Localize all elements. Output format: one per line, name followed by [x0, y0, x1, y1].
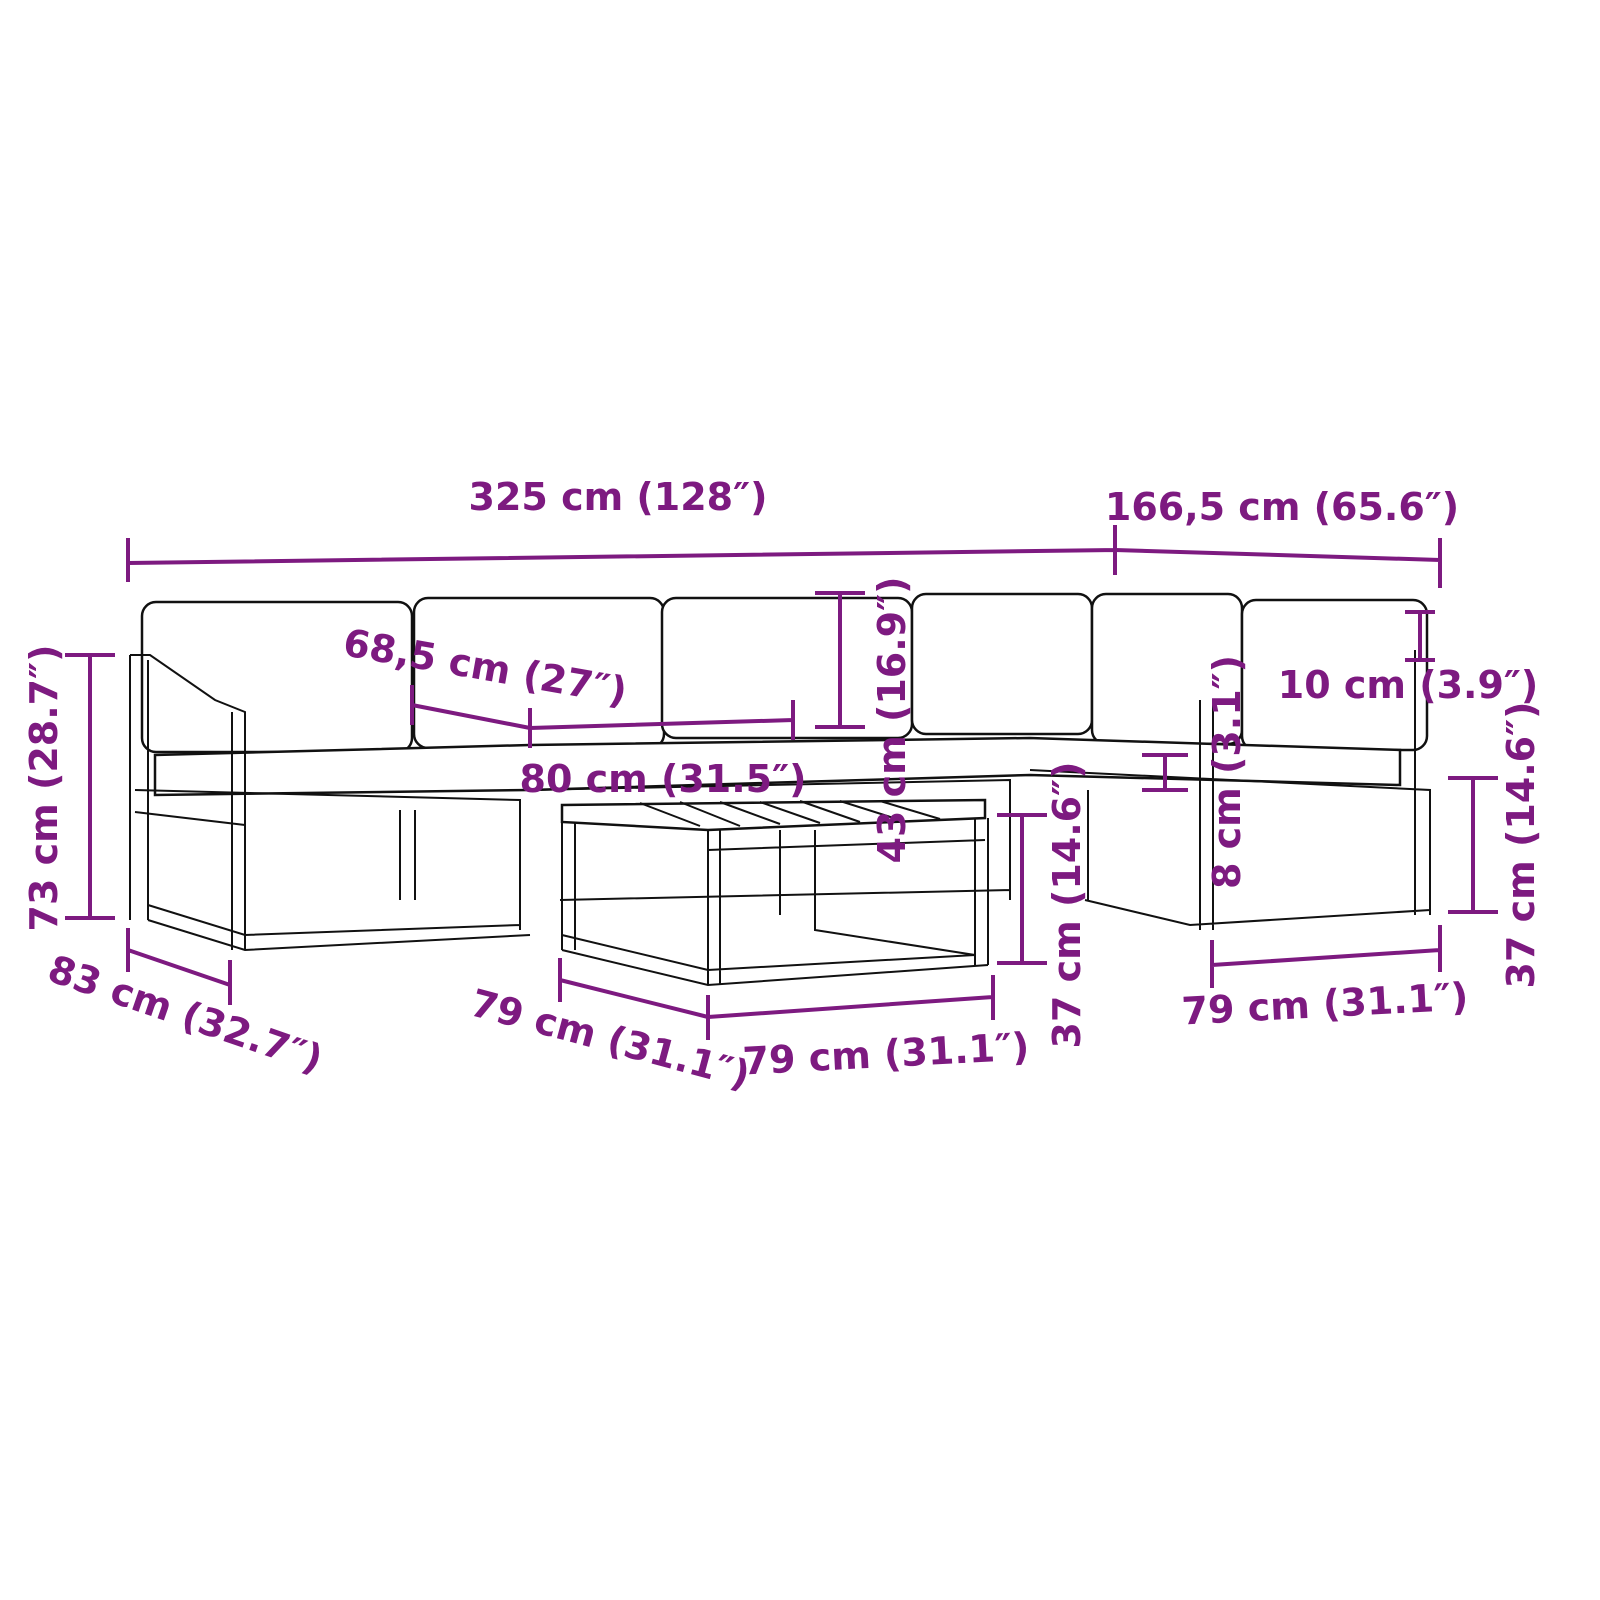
label-backrest: 43 cm (16.9″) [870, 577, 914, 864]
label-total-height: 73 cm (28.7″) [22, 645, 66, 932]
label-depth: 83 cm (32.7″) [43, 947, 329, 1082]
label-table-width: 79 cm (31.1″) [742, 1025, 1031, 1084]
dim-line-total-height [65, 653, 115, 920]
sofa-set-illustration [129, 592, 1431, 987]
label-seat-height: 37 cm (14.6″) [1499, 702, 1543, 989]
dimension-lines [65, 525, 1498, 1040]
dim-line-depth [126, 928, 232, 1005]
dim-line-ottoman-width [1210, 925, 1442, 988]
table-frame [561, 818, 989, 987]
dim-line-table-height [997, 813, 1047, 965]
dim-line-total-length [126, 525, 1117, 582]
middle-frame [529, 778, 1011, 901]
dim-line-backrest [815, 591, 865, 729]
back-cushion [910, 592, 1094, 736]
dim-line-corner-depth [1114, 538, 1442, 588]
label-seat-middle: 80 cm (31.5″) [520, 757, 807, 801]
dim-line-seat-height [1448, 776, 1498, 914]
table-slats [639, 800, 941, 827]
label-cushion: 8 cm (3.1″) [1205, 655, 1249, 889]
dim-line-cushion [1142, 753, 1188, 792]
label-table-depth: 79 cm (31.1″) [466, 981, 755, 1098]
dim-line-seat-middle [529, 700, 795, 740]
table-top [560, 798, 987, 832]
right-frame [1029, 650, 1431, 930]
dim-line-table-depth [558, 958, 710, 1040]
label-ottoman-width: 79 cm (31.1″) [1181, 975, 1470, 1034]
label-armrest: 10 cm (3.9″) [1278, 663, 1539, 707]
label-total-length: 325 cm (128″) [469, 475, 768, 519]
dim-line-armrest [1405, 610, 1435, 662]
label-table-height: 37 cm (14.6″) [1045, 762, 1089, 1049]
dim-line-table-width [707, 975, 995, 1020]
left-frame [134, 789, 531, 952]
label-corner-depth: 166,5 cm (65.6″) [1105, 485, 1459, 529]
